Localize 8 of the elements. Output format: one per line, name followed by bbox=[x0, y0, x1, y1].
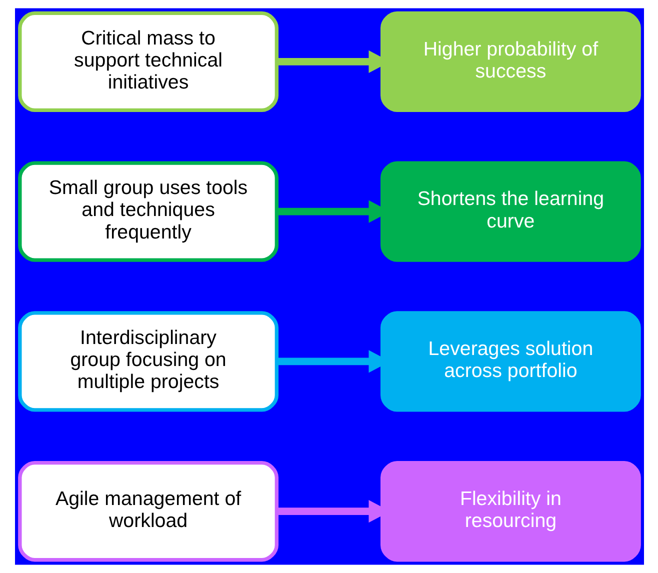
node-box: Higher probability of success bbox=[380, 11, 640, 112]
node-box: Leverages solution across portfolio bbox=[380, 311, 640, 412]
node-box: Interdisciplinary group focusing on multiple projects bbox=[18, 311, 278, 412]
node-box: Shortens the learning curve bbox=[380, 161, 640, 262]
node-box: Flexibility in resourcing bbox=[380, 460, 640, 562]
node-box: Critical mass to support technical initiatives bbox=[18, 11, 278, 112]
node-box: Agile management of workload bbox=[18, 460, 278, 562]
node-box: Small group uses tools and techniques frequently bbox=[18, 161, 278, 262]
